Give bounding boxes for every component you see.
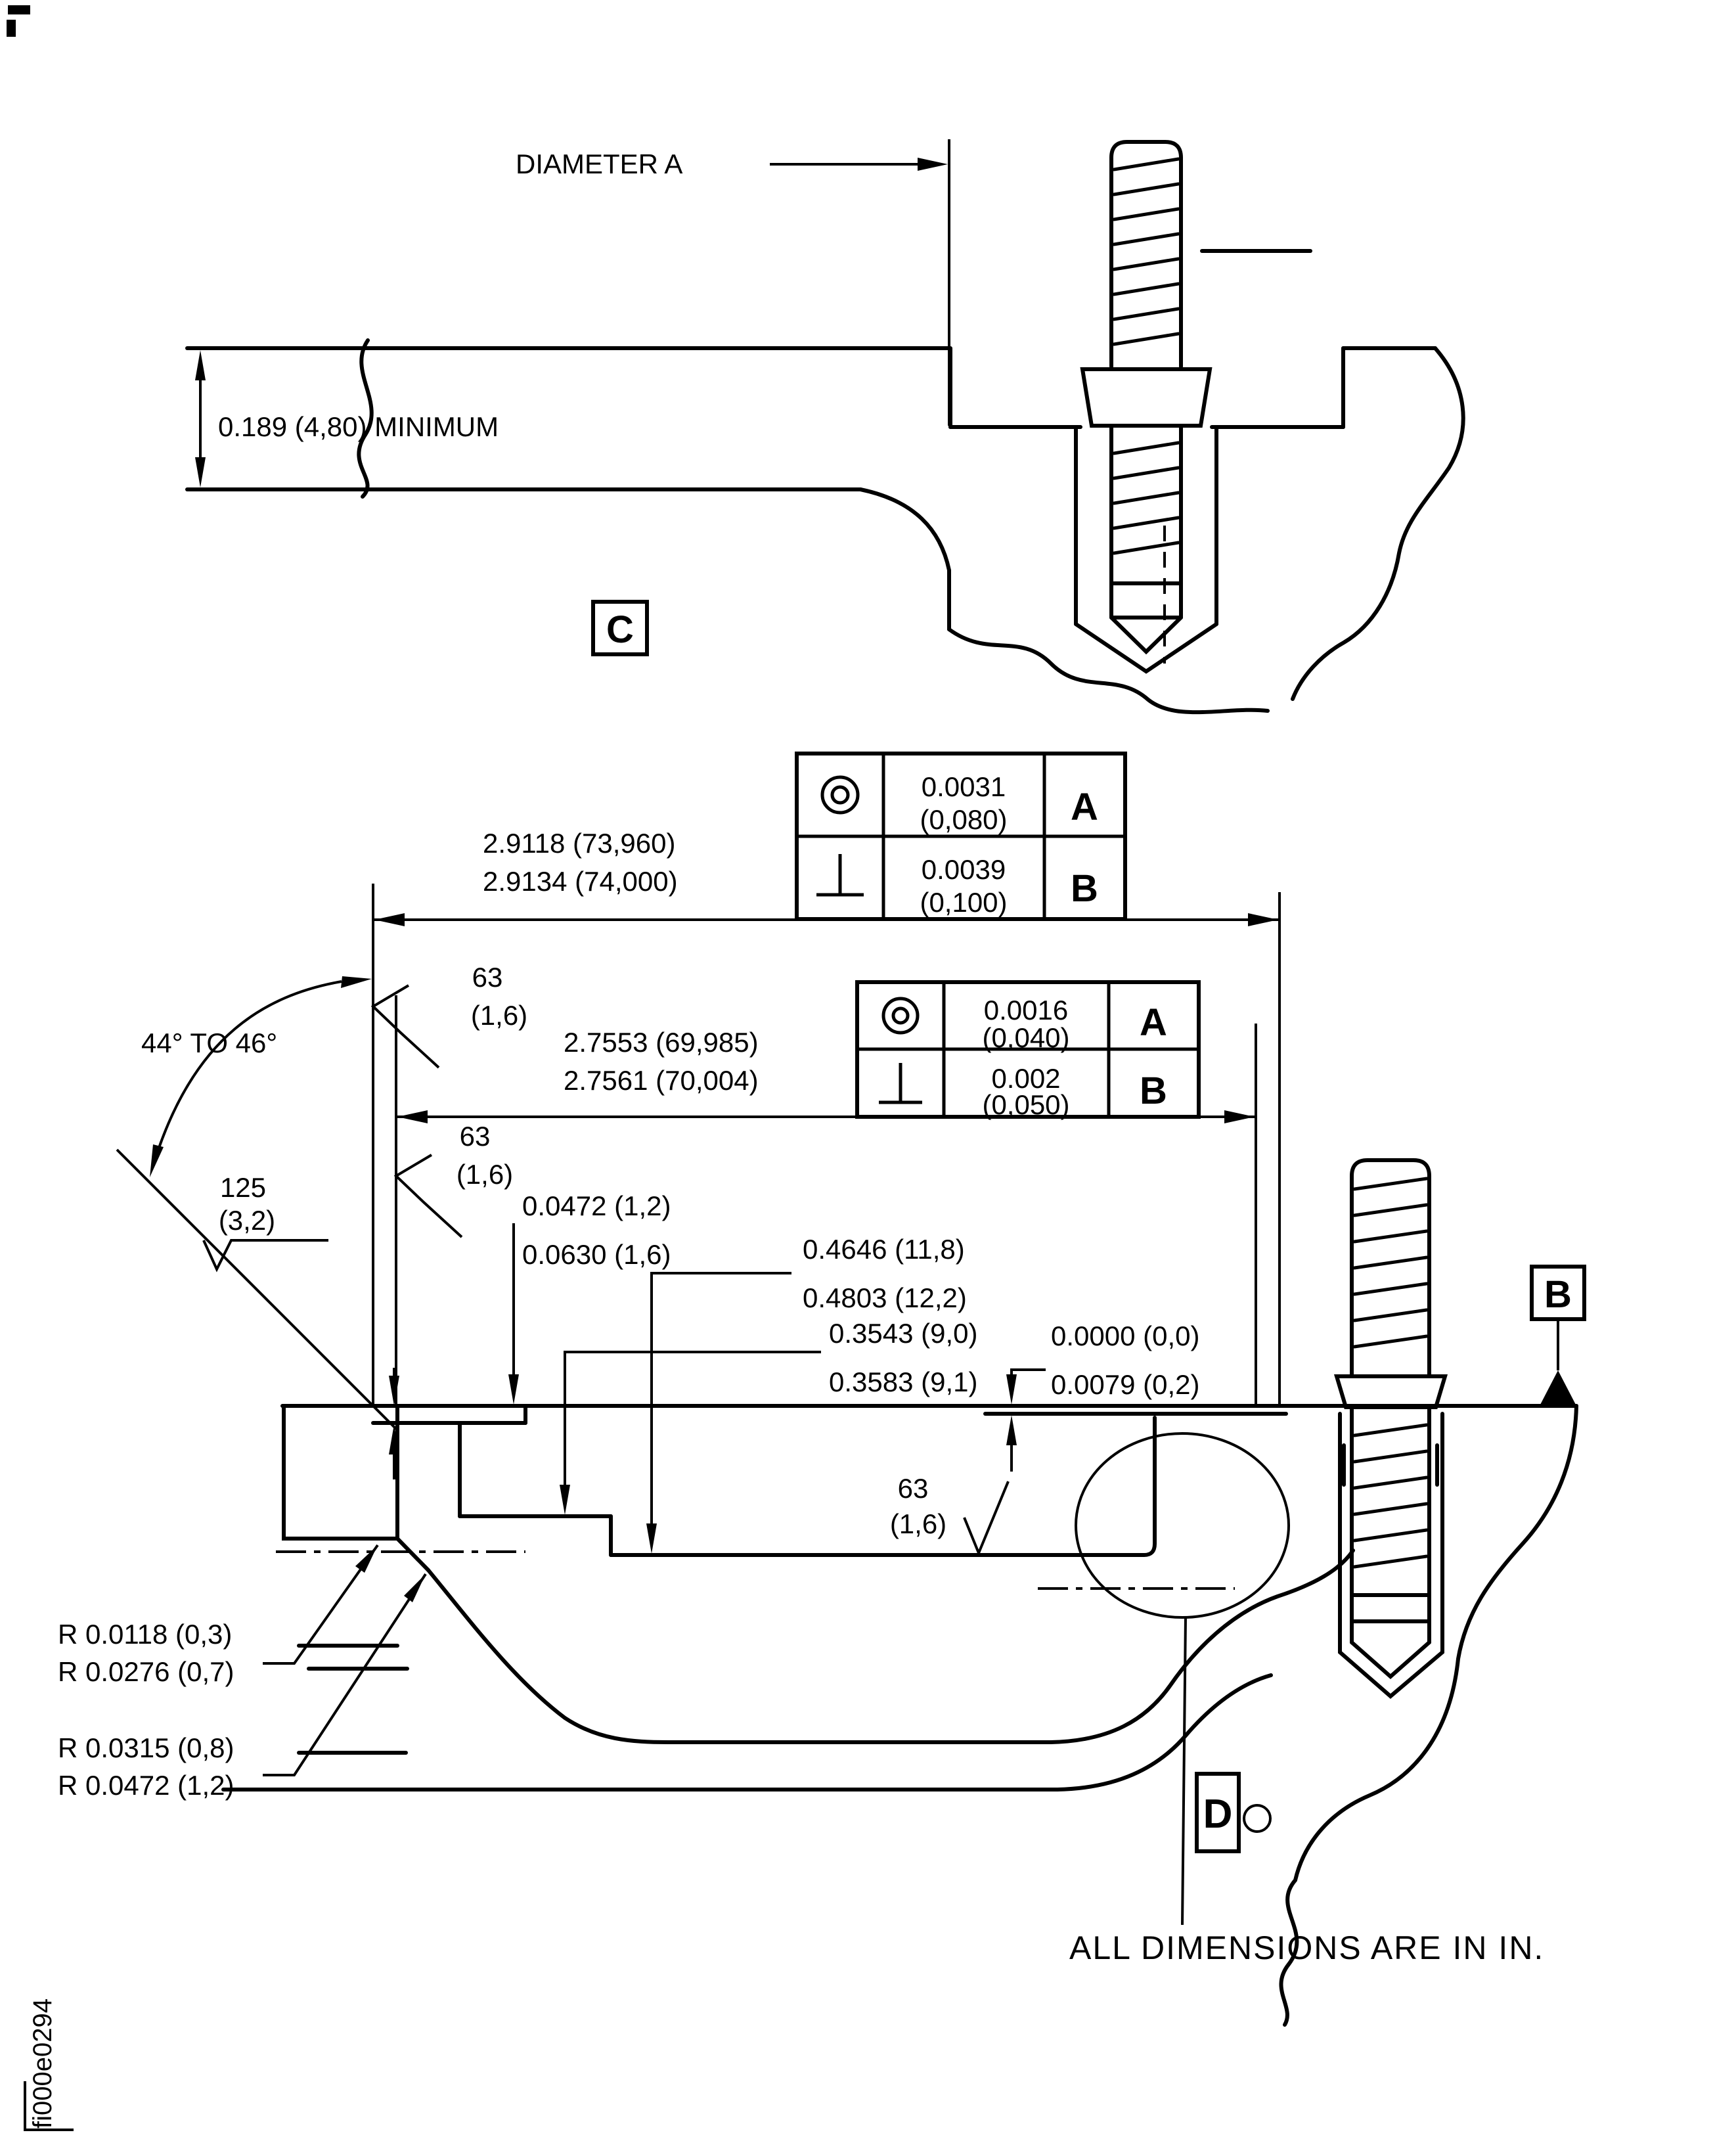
break-line: [357, 338, 374, 499]
view-c: DIAMETER A 0.189 (4,80) MINIMUM: [185, 139, 1465, 715]
right-profile: [1291, 346, 1465, 701]
radius-text: R 0.0118 (0,3): [58, 1619, 232, 1650]
finish-chamfer-value: 125: [220, 1172, 266, 1203]
surface-finish-icon: [963, 1481, 1010, 1557]
stud-main: [1333, 1158, 1448, 1679]
stud-collar: [1333, 1374, 1448, 1409]
ledge-deep: [609, 1416, 1157, 1557]
pilot-chamfer: [395, 1537, 430, 1572]
radius-text: R 0.0276 (0,7): [58, 1656, 234, 1687]
datum-b-flag: B: [1530, 1265, 1586, 1406]
fcf-upper: 0.0031 (0,080) A 0.0039 (0,100) B: [795, 752, 1127, 921]
pilot-spigot: [282, 1404, 399, 1541]
depth-deep-max: 0.4803 (12,2): [803, 1282, 967, 1313]
runout-min: 0.0000 (0,0): [1051, 1320, 1200, 1351]
radius-leader: [263, 1544, 379, 1665]
datum-triangle-icon: [1540, 1370, 1576, 1406]
arrowhead-icon: [195, 350, 206, 380]
detail-d-circle-icon: [1243, 1804, 1272, 1833]
depth-shallow-min: 0.3543 (9,0): [829, 1318, 978, 1349]
od-dim-max: 2.9134 (74,000): [483, 866, 678, 897]
web-top-profile: [426, 1548, 1355, 1744]
main-dimensions: 2.9118 (73,960) 2.9134 (74,000) 2.7553 (…: [116, 828, 1281, 1557]
stud-tip: [1109, 616, 1183, 655]
finish-od-metric: (1,6): [471, 1000, 527, 1031]
tapped-hole-walls: [1074, 425, 1218, 626]
fcf-lower: 0.0016 (0,040) A 0.002 (0,050) B: [855, 980, 1201, 1120]
stud-tip: [1350, 1640, 1431, 1679]
od-dim-min: 2.9118 (73,960): [483, 828, 675, 859]
runout-leader: [1010, 1368, 1046, 1376]
fcf-datum: B: [1140, 1070, 1167, 1112]
fcf-value-mm: (0,080): [920, 804, 1007, 835]
break-line-bottom: [947, 627, 1270, 715]
doc-id: fi000e0294: [28, 1998, 57, 2129]
tapped-hole: [1338, 1412, 1444, 1699]
runout-max: 0.0079 (0,2): [1051, 1369, 1200, 1400]
fcf-value-mm: (0,050): [982, 1089, 1069, 1120]
surface-finish-icon: [202, 1239, 328, 1273]
arrowhead-icon: [195, 457, 206, 487]
step-dim-max: 0.0630 (1,6): [522, 1239, 671, 1270]
surface-finish-icon: [393, 1154, 463, 1238]
page-corner-marks: [7, 5, 30, 37]
radius-text: R 0.0315 (0,8): [58, 1732, 234, 1763]
finish-chamfer-metric: (3,2): [219, 1205, 275, 1236]
hole-bottom-cone: [1074, 622, 1218, 674]
doc-id-block: fi000e0294: [24, 1998, 74, 2131]
detail-circle-leader: [1181, 1616, 1187, 1926]
corner-bracket: [24, 2081, 74, 2131]
web-bottom-profile: [221, 1673, 1273, 1792]
finish-bore-value: 63: [460, 1121, 491, 1152]
datum-b-letter: B: [1544, 1273, 1572, 1316]
finish-ledge-metric: (1,6): [890, 1508, 946, 1539]
diameter-a-label: DIAMETER A: [516, 148, 682, 179]
min-thickness-text: 0.189 (4,80) MINIMUM: [218, 411, 499, 442]
depth-shallow-max: 0.3583 (9,1): [829, 1366, 978, 1397]
angle-arc: [157, 980, 342, 1150]
step-dim-min: 0.0472 (1,2): [522, 1190, 671, 1221]
radius-text: R 0.0472 (1,2): [58, 1770, 234, 1801]
thread-lines: [1352, 1177, 1429, 1349]
fcf-value: 0.0039: [922, 854, 1006, 885]
surface-finish-icon: [370, 984, 440, 1069]
radius-leader: [263, 1573, 427, 1776]
perpendicularity-icon: [816, 854, 864, 897]
thread-lines: [1112, 157, 1180, 346]
fcf-value: 0.0016: [984, 995, 1068, 1025]
stud-upper-view-c: [1109, 140, 1183, 369]
stud-lower-view-c: [1109, 424, 1183, 655]
finish-od-value: 63: [472, 962, 503, 993]
finish-ledge-value: 63: [898, 1473, 929, 1504]
footer-note: ALL DIMENSIONS ARE IN IN.: [1069, 1929, 1544, 1966]
boss-left-profile: [858, 487, 951, 631]
chamfer-construction-line: [116, 1148, 399, 1431]
bore-dim-max: 2.7561 (70,004): [564, 1065, 759, 1096]
stud-collar: [1080, 367, 1213, 428]
depth-shallow-leader: [564, 1351, 821, 1486]
depth-deep-leader: [650, 1272, 791, 1525]
detail-d-flag: D: [1195, 1772, 1272, 1853]
fcf-value: 0.002: [991, 1063, 1060, 1094]
concentricity-icon: [881, 997, 920, 1035]
fcf-datum: A: [1140, 1001, 1167, 1044]
arrowhead-icon: [918, 158, 948, 171]
fcf-datum: A: [1071, 786, 1098, 828]
concentricity-icon: [820, 775, 860, 815]
main-view-part: B D: [221, 1158, 1586, 2027]
radius-callouts: R 0.0118 (0,3) R 0.0276 (0,7) R 0.0315 (…: [58, 1544, 427, 1801]
fcf-value-mm: (0,100): [920, 887, 1007, 918]
detail-d-letter: D: [1203, 1792, 1233, 1837]
right-outer-profile: [1279, 1404, 1578, 2027]
fcf-value-mm: (0,040): [982, 1022, 1069, 1053]
detail-circle: [1075, 1432, 1290, 1619]
bore-dim-min: 2.7553 (69,985): [564, 1027, 759, 1058]
fcf-datum: B: [1071, 867, 1098, 910]
perpendicularity-icon: [879, 1063, 922, 1104]
view-c-label-box: [591, 600, 649, 656]
view-c-label: C: [606, 608, 634, 651]
finish-bore-metric: (1,6): [456, 1159, 513, 1190]
depth-deep-min: 0.4646 (11,8): [803, 1234, 965, 1265]
fcf-value: 0.0031: [922, 771, 1006, 802]
